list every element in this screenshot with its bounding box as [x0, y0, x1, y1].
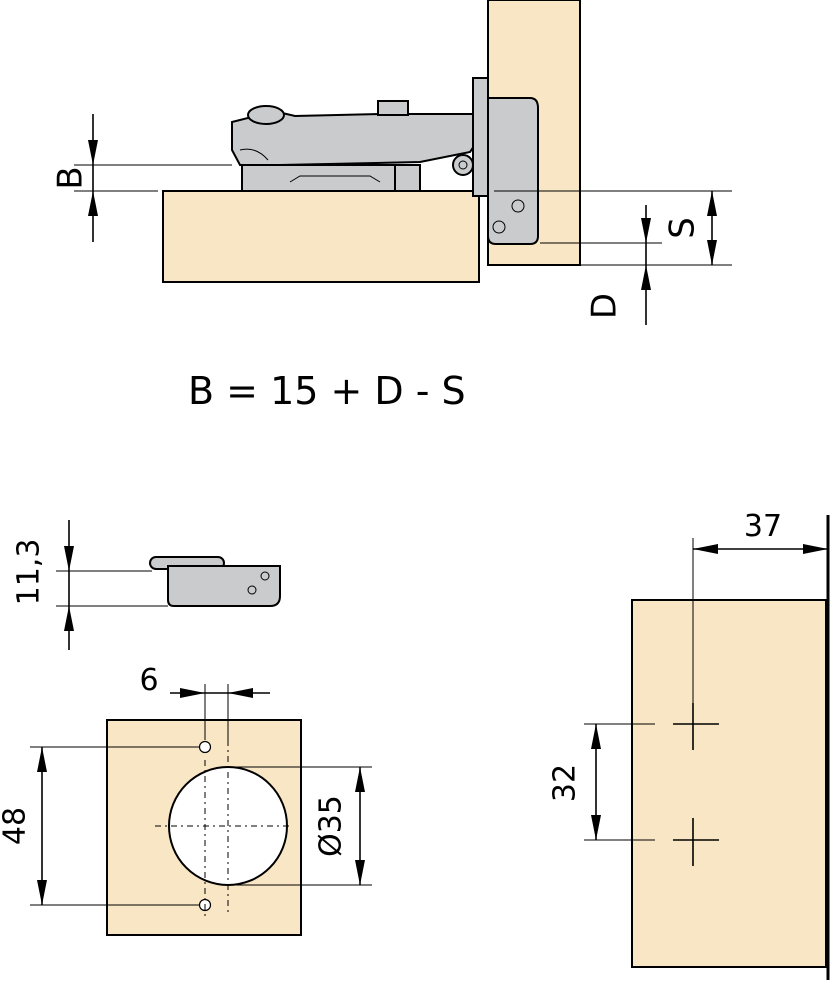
label-D: D: [585, 293, 625, 319]
installed-hinge-view: B S D B = 15 + D - S: [51, 0, 732, 413]
spacing-32-label: 32: [548, 764, 583, 802]
screw-hole-top: [198, 740, 212, 754]
dimension-B: B: [51, 114, 232, 242]
formula-text: B = 15 + D - S: [188, 369, 466, 413]
diameter-label: Ø35: [314, 795, 349, 857]
cup-body: [167, 565, 281, 607]
hinge-arm: [231, 100, 479, 192]
screw-mark-top: [673, 703, 719, 750]
hinge-mounting-bracket: [472, 77, 539, 245]
distance-37-label: 37: [744, 509, 782, 544]
height-label: 11,3: [12, 539, 47, 606]
offset-label: 6: [139, 663, 158, 698]
label-S: S: [663, 217, 703, 239]
screw-mark-bottom: [673, 818, 719, 866]
spacing-48-label: 48: [0, 807, 33, 845]
dimension-S: S: [494, 190, 732, 266]
side-panel-drilling: [631, 599, 827, 968]
label-B: B: [51, 166, 91, 189]
mounting-plate-pattern: 37 32: [548, 509, 830, 980]
dimension-D: D: [540, 205, 662, 325]
cup-side-view: 11,3: [12, 520, 281, 650]
door-panel: [162, 190, 480, 283]
door-drilling-pattern: 6 48 Ø35: [0, 663, 372, 936]
